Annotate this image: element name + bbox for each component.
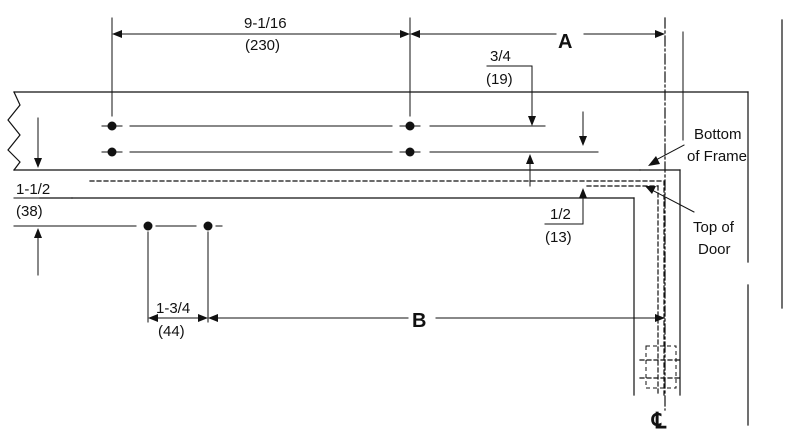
dimension-9-1-16: 9-1/16 (230) [111,15,411,117]
dim-a-label: A [558,31,572,53]
hinge-outline [639,345,681,389]
dim-134-fraction: 1-3/4 [156,300,190,317]
break-line [7,91,21,171]
dim-112-fraction: 1-1/2 [16,181,50,198]
mounting-hole [143,221,153,231]
dim-top-fraction: 9-1/16 [244,15,287,32]
dimension-1-2: 1/2 (13) [544,188,587,246]
bottom-frame-line2: of Frame [687,148,747,165]
top-door-line1: Top of [693,219,735,236]
dim-12-metric: (13) [545,229,572,246]
dim-b-label: B [412,310,426,332]
centerline-symbol: ℄ [651,408,667,433]
dim-34-metric: (19) [486,71,513,88]
mounting-hole [203,221,213,231]
dim-34-fraction: 3/4 [490,48,511,65]
frame-outline [7,31,749,426]
dimension-1-1-2: 1-1/2 (38) [13,117,53,276]
door-edges [39,180,665,396]
mounting-holes [13,121,599,231]
callout-bottom-of-frame: Bottom of Frame [648,126,747,166]
dimension-b: B [208,310,665,332]
dimension-3-4: 3/4 (19) [486,48,587,187]
top-door-line2: Door [698,241,731,258]
bottom-frame-line1: Bottom [694,126,742,143]
dim-top-metric: (230) [245,37,280,54]
dim-12-fraction: 1/2 [550,206,571,223]
callout-top-of-door: Top of Door [645,186,735,258]
dimension-1-3-4: 1-3/4 (44) [147,231,209,340]
dimension-a: A [410,30,665,53]
dim-112-metric: (38) [16,203,43,220]
dim-134-metric: (44) [158,323,185,340]
